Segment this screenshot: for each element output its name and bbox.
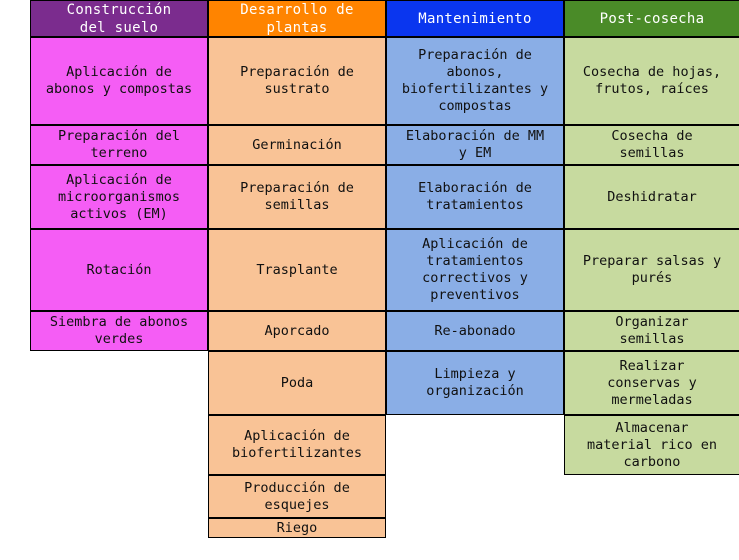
cell-postcosecha-4: Preparar salsas y purés	[564, 229, 739, 311]
cell-construccion-3: Aplicación de microorganismos activos (E…	[30, 165, 208, 229]
cell-desarrollo-1: Preparación de sustrato	[208, 37, 386, 125]
cell-postcosecha-6: Realizar conservas y mermeladas	[564, 351, 739, 415]
header-postcosecha: Post-cosecha	[564, 0, 739, 37]
cell-desarrollo-5: Aporcado	[208, 311, 386, 351]
cell-mantenimiento-2: Elaboración de MM y EM	[386, 125, 564, 165]
cell-construccion-1: Aplicación de abonos y compostas	[30, 37, 208, 125]
cell-desarrollo-6: Poda	[208, 351, 386, 415]
cell-desarrollo-7: Aplicación de biofertilizantes	[208, 415, 386, 475]
cell-desarrollo-8: Producción de esquejes	[208, 475, 386, 518]
cell-postcosecha-1: Cosecha de hojas, frutos, raíces	[564, 37, 739, 125]
cell-postcosecha-3: Deshidratar	[564, 165, 739, 229]
cell-postcosecha-2: Cosecha de semillas	[564, 125, 739, 165]
cell-desarrollo-3: Preparación de semillas	[208, 165, 386, 229]
cell-desarrollo-4: Trasplante	[208, 229, 386, 311]
cell-construccion-4: Rotación	[30, 229, 208, 311]
header-desarrollo: Desarrollo de plantas	[208, 0, 386, 37]
cell-mantenimiento-3: Elaboración de tratamientos	[386, 165, 564, 229]
cell-construccion-2: Preparación del terreno	[30, 125, 208, 165]
header-construccion: Construcción del suelo	[30, 0, 208, 37]
cell-desarrollo-9: Riego	[208, 518, 386, 538]
cell-mantenimiento-6: Limpieza y organización	[386, 351, 564, 415]
cell-postcosecha-7: Almacenar material rico en carbono	[564, 415, 739, 475]
header-mantenimiento: Mantenimiento	[386, 0, 564, 37]
cell-postcosecha-5: Organizar semillas	[564, 311, 739, 351]
cell-desarrollo-2: Germinación	[208, 125, 386, 165]
cell-mantenimiento-1: Preparación de abonos, biofertilizantes …	[386, 37, 564, 125]
cell-mantenimiento-4: Aplicación de tratamientos correctivos y…	[386, 229, 564, 311]
cell-construccion-5: Siembra de abonos verdes	[30, 311, 208, 351]
cell-mantenimiento-5: Re-abonado	[386, 311, 564, 351]
